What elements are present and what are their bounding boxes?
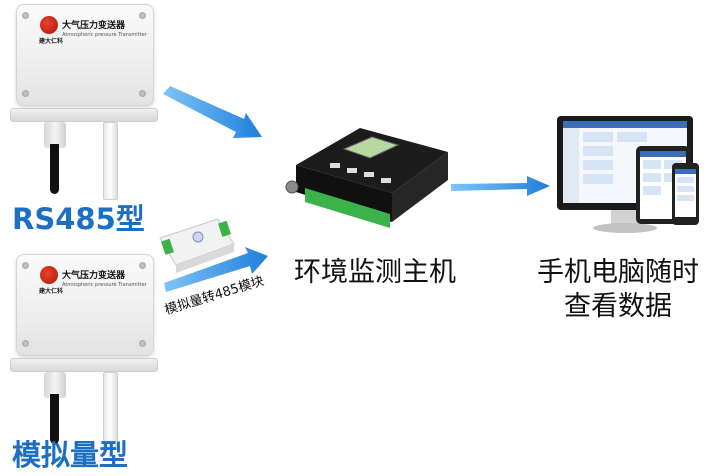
screw-icon xyxy=(139,12,146,19)
brand-logo-icon xyxy=(40,16,58,34)
screw-icon xyxy=(22,340,29,347)
brand-logo-icon xyxy=(40,266,58,284)
sensor-brand: 建大仁科 xyxy=(38,38,63,45)
sensor-probe xyxy=(103,122,118,200)
host-device xyxy=(285,128,448,228)
sensor-title: 大气压力变送器 xyxy=(62,21,126,31)
sensor-brand: 建大仁科 xyxy=(38,288,63,295)
analog-type-label: 模拟量型 xyxy=(12,438,129,472)
rs485-sensor: 建大仁科 大气压力变送器 Atmospheric pressure Transm… xyxy=(10,4,160,224)
sensor-lid xyxy=(10,358,158,372)
sensor-probe xyxy=(103,372,118,450)
rs485-type-label: RS485型 xyxy=(12,202,145,236)
screw-icon xyxy=(139,90,146,97)
host-label: 环境监测主机 xyxy=(294,257,456,288)
sensor-enclosure xyxy=(16,4,154,106)
screw-icon xyxy=(22,262,29,269)
sensor-enclosure xyxy=(16,254,154,356)
sensor-cable xyxy=(50,394,59,444)
sensor-cable xyxy=(50,144,59,194)
arrow-converter-to-host xyxy=(164,247,268,292)
converter-module xyxy=(159,218,235,273)
arrow-sensor-to-host xyxy=(163,86,262,138)
remote-view-label-line1: 手机电脑随时 xyxy=(537,257,699,288)
screw-icon xyxy=(22,12,29,19)
sensor-lid xyxy=(10,108,158,122)
analog-sensor: 建大仁科 大气压力变送器 Atmospheric pressure Transm… xyxy=(10,254,160,474)
arrow-host-to-computer xyxy=(451,176,550,196)
screw-icon xyxy=(22,90,29,97)
cable-gland xyxy=(44,372,66,398)
screw-icon xyxy=(139,262,146,269)
sensor-subtitle: Atmospheric pressure Transmitter xyxy=(62,282,147,288)
screw-icon xyxy=(139,340,146,347)
display-devices xyxy=(557,116,699,233)
sensor-subtitle: Atmospheric pressure Transmitter xyxy=(62,32,147,38)
cable-gland xyxy=(44,122,66,148)
remote-view-label-line2: 查看数据 xyxy=(564,291,672,322)
sensor-title: 大气压力变送器 xyxy=(62,271,126,281)
